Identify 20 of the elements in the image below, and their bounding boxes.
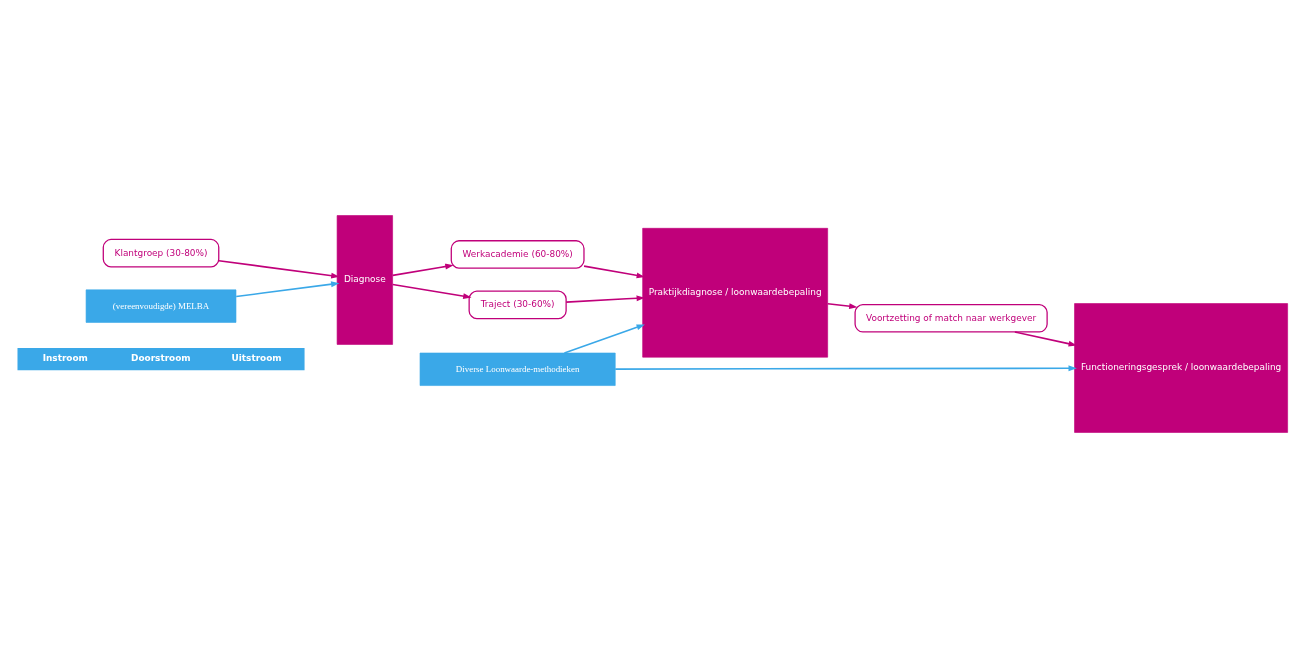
node-box: Praktijkdiagnose / loonwaardebepaling: [642, 228, 828, 358]
node-box: (vereenvoudigde) MELBA: [85, 289, 237, 323]
node-box: Diverse Loonwaarde-methodieken: [419, 352, 616, 386]
arrow: [235, 281, 340, 298]
node-box: Klantgroep (30-80%): [102, 238, 220, 268]
arrow: [1014, 331, 1077, 347]
arrow: [218, 259, 340, 279]
arrow: [614, 365, 1077, 372]
node-box: Diagnose: [336, 215, 393, 345]
arrow: [391, 283, 472, 299]
node-box: Functioneringsgesprek / loonwaardebepaling: [1074, 303, 1288, 433]
node-box: Instroom Doorstroom Uitstroom: [17, 347, 305, 371]
arrow: [391, 263, 454, 277]
arrow: [583, 265, 645, 279]
arrow: [563, 324, 645, 354]
node-box: Voortzetting of match naar werkgever: [854, 303, 1048, 333]
node-box: Werkacademie (60-80%): [450, 240, 585, 269]
node-box: Traject (30-60%): [468, 290, 567, 320]
arrow: [826, 302, 858, 310]
arrow: [565, 295, 645, 303]
